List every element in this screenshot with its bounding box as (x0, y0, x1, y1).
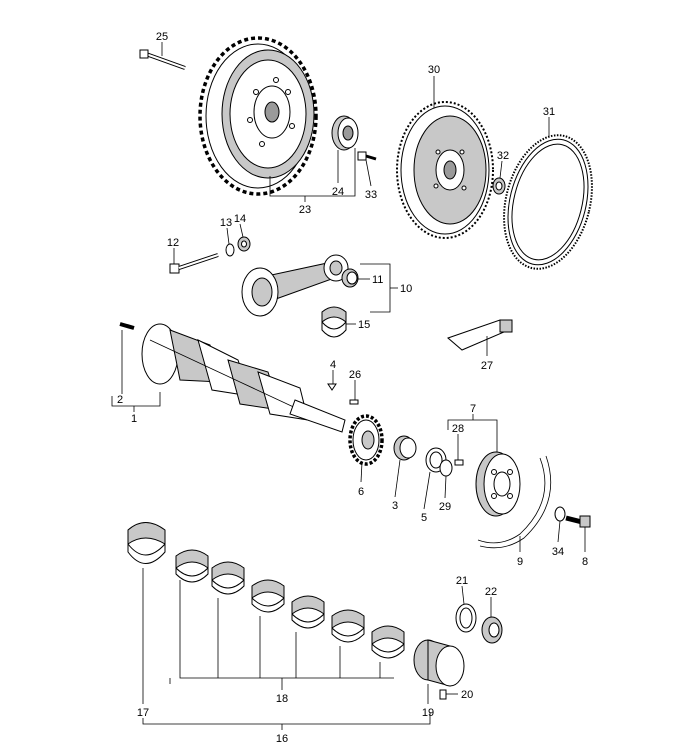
callout-labels: 1 2 3 4 5 6 7 8 9 10 11 12 13 14 15 16 1… (117, 31, 588, 745)
callout-16: 16 (276, 733, 288, 745)
callout-12: 12 (167, 237, 179, 249)
callout-30: 30 (428, 64, 440, 76)
callout-5: 5 (421, 512, 427, 524)
part-31-ring-gear[interactable] (491, 126, 605, 278)
part-3-spacer[interactable] (393, 435, 417, 461)
callout-9: 9 (517, 556, 523, 568)
callout-11: 11 (372, 274, 383, 286)
callout-4: 4 (330, 359, 336, 371)
part-13-washer[interactable] (225, 243, 235, 257)
callout-13: 13 (220, 217, 232, 229)
part-21-sealing-ring[interactable] (455, 603, 477, 633)
part-4-key[interactable] (327, 383, 337, 391)
callout-31: 31 (543, 106, 555, 118)
callout-22: 22 (485, 586, 497, 598)
part-27-sealant-tube[interactable] (447, 319, 513, 351)
callout-17: 17 (137, 707, 149, 719)
part-9-drive-belt[interactable] (477, 455, 552, 549)
part-18-main-bearings[interactable] (175, 549, 405, 659)
part-24-pilot-bearing[interactable] (331, 115, 359, 151)
part-30-flywheel[interactable] (396, 101, 494, 239)
callout-24: 24 (332, 186, 344, 198)
part-15-connecting-rod-bearing[interactable] (321, 306, 347, 338)
part-34-washer[interactable] (554, 506, 566, 522)
part-23-dual-mass-flywheel[interactable] (198, 36, 318, 196)
part-8-pulley-bolt[interactable] (565, 515, 591, 528)
callout-21: 21 (456, 575, 468, 587)
part-10-connecting-rod[interactable] (241, 254, 349, 317)
part-25-flywheel-bolt[interactable] (139, 49, 186, 70)
callout-32: 32 (497, 150, 509, 162)
callout-3: 3 (392, 500, 398, 512)
callout-28: 28 (452, 423, 464, 435)
leader-lines (111, 42, 586, 730)
part-11-bushing[interactable] (341, 268, 359, 288)
callout-14: 14 (234, 213, 246, 225)
callout-19: 19 (422, 707, 434, 719)
part-14-nut[interactable] (237, 236, 251, 252)
part-33-bolt[interactable] (357, 151, 377, 161)
part-2-dowel-pin[interactable] (119, 322, 135, 330)
callout-26: 26 (349, 369, 361, 381)
part-29-o-ring[interactable] (439, 459, 453, 477)
part-28-pin[interactable] (454, 459, 464, 466)
callout-6: 6 (358, 486, 364, 498)
callout-23: 23 (299, 204, 311, 216)
part-22-thrust-washer[interactable] (481, 616, 503, 644)
part-1-crankshaft[interactable] (141, 323, 346, 433)
callout-34: 34 (552, 546, 564, 558)
part-17-thrust-bearing[interactable] (127, 522, 166, 564)
callout-1: 1 (131, 413, 137, 425)
part-26-key[interactable] (349, 399, 359, 405)
callout-20: 20 (461, 689, 473, 701)
callout-29: 29 (439, 501, 451, 513)
callout-15: 15 (358, 319, 370, 331)
callout-8: 8 (582, 556, 588, 568)
callout-27: 27 (481, 360, 493, 372)
part-12-connecting-rod-bolt[interactable] (169, 253, 219, 274)
callout-18: 18 (276, 693, 288, 705)
callout-10: 10 (400, 283, 412, 295)
callout-33: 33 (365, 189, 377, 201)
part-7-belt-pulley[interactable] (475, 451, 521, 517)
part-20-dowel[interactable] (439, 689, 447, 700)
part-6-crankshaft-gear[interactable] (348, 414, 384, 466)
callout-2: 2 (117, 394, 123, 406)
part-19-bearing-bush[interactable] (413, 639, 465, 687)
callout-25: 25 (156, 31, 168, 43)
part-32-bearing[interactable] (492, 177, 506, 195)
callout-7: 7 (470, 403, 476, 415)
